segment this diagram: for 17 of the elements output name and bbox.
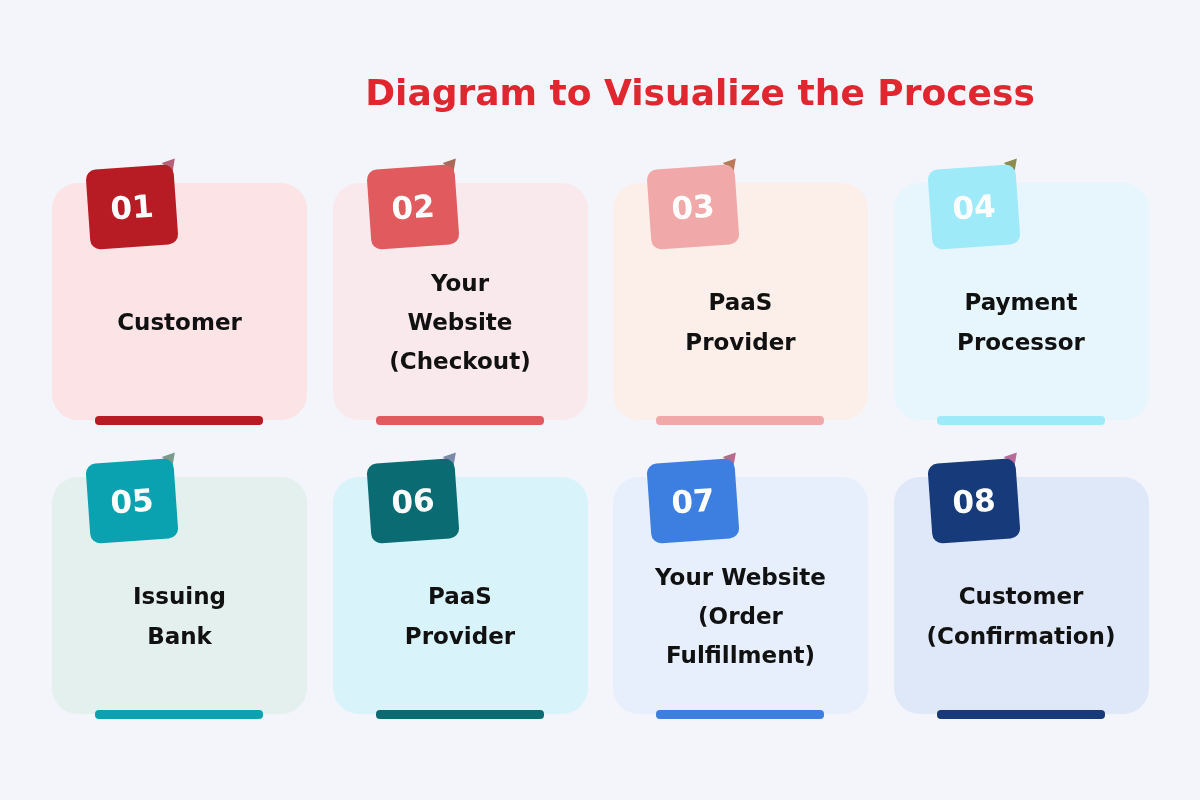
step-number: 08 xyxy=(926,458,1021,544)
step-number: 03 xyxy=(646,164,740,250)
step-label: Payment Processor xyxy=(956,288,1086,357)
step-label: Your Website (Checkout) xyxy=(388,268,532,377)
step-label: PaaS Provider xyxy=(403,582,517,651)
step-label: Your Website (Order Fulfillment) xyxy=(654,562,827,671)
step-number: 02 xyxy=(365,164,460,250)
step-number: 05 xyxy=(85,458,179,544)
step-label: Customer (Confirmation) xyxy=(925,582,1117,651)
step-number: 07 xyxy=(646,458,740,544)
step-number: 06 xyxy=(365,458,460,544)
step-label: PaaS Provider xyxy=(684,288,797,357)
step-label: Issuing Bank xyxy=(131,582,227,651)
diagram-title: Diagram to Visualize the Process xyxy=(364,72,1036,113)
step-label: Customer xyxy=(117,307,242,337)
step-number: 01 xyxy=(85,164,179,250)
step-number: 04 xyxy=(926,164,1021,250)
